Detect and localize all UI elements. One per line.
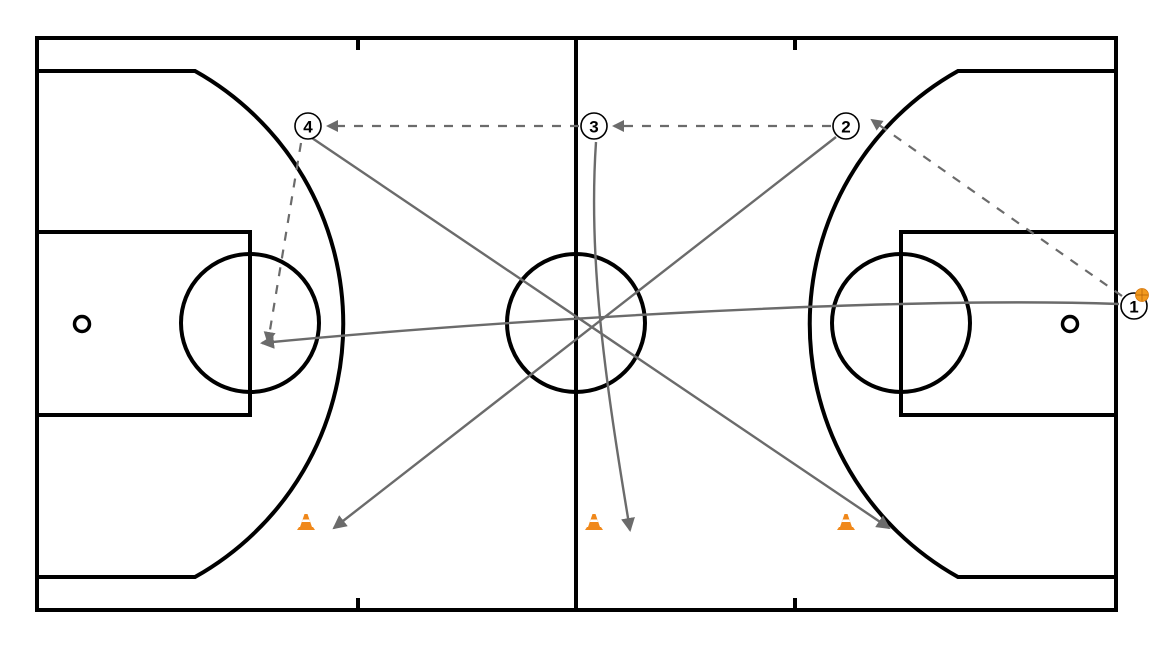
right-rim	[1060, 314, 1080, 334]
pass-1-to-2	[870, 118, 1123, 297]
cut-3-to-cone-center	[592, 141, 635, 532]
left-free-throw-circle	[179, 252, 321, 394]
cut-4-to-cone-right	[311, 137, 891, 530]
left-rim	[72, 314, 92, 334]
player-2[interactable]: 2	[832, 112, 860, 140]
cut-1-to-free-throw	[260, 301, 1120, 349]
player-1[interactable]: 1	[1120, 288, 1149, 320]
player-label: 1	[1129, 298, 1138, 317]
left-key	[35, 230, 252, 417]
player-label: 4	[303, 118, 313, 137]
pass-4-to-free-throw	[263, 142, 303, 344]
right-three-point-line	[807, 69, 1116, 579]
cut-2-to-cone-left	[332, 136, 837, 530]
player-label: 3	[589, 118, 598, 137]
basketball-icon	[1135, 288, 1149, 302]
cone-icon	[585, 514, 603, 530]
right-key	[899, 230, 1118, 417]
right-free-throw-circle	[830, 252, 972, 394]
player-4[interactable]: 4	[294, 112, 322, 140]
player-label: 2	[841, 118, 850, 137]
cone-icon	[837, 514, 855, 530]
left-three-point-line	[37, 69, 346, 579]
player-3[interactable]: 3	[580, 112, 608, 140]
cone-icon	[297, 514, 315, 530]
